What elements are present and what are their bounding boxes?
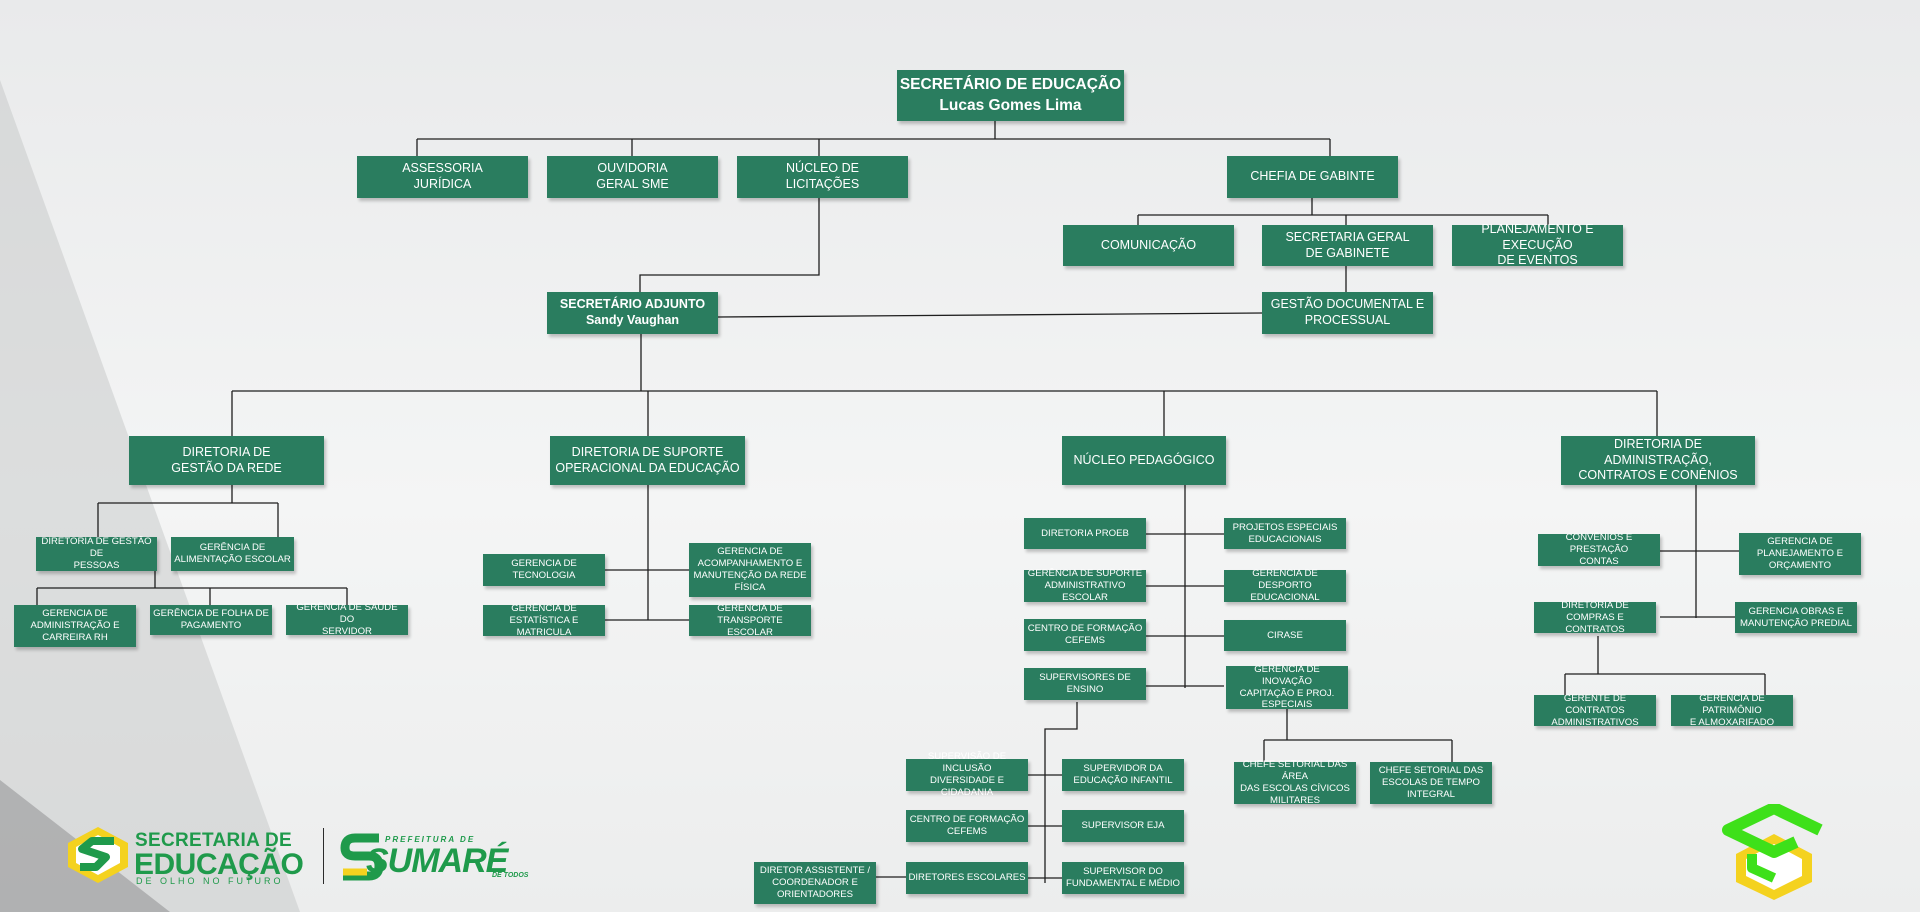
node-supervisores-ensino: SUPERVISORES DE ENSINO	[1024, 668, 1146, 700]
node-secretario-educacao: SECRETÁRIO DE EDUCAÇÃO Lucas Gomes Lima	[897, 70, 1124, 121]
logo-prefeitura-tagline: DE TODOS	[492, 872, 529, 879]
node-gerencia-suporte-administrativo: GERÊNCIA DE SUPORTE ADMINISTRATIVO ESCOL…	[1024, 568, 1146, 603]
logo-prefeitura-top: PREFEITURA DE	[385, 835, 476, 844]
node-diretores-escolares: DIRETORES ESCOLARES	[906, 862, 1028, 894]
node-diretoria-suporte-operacional: DIRETORIA DE SUPORTE OPERACIONAL DA EDUC…	[550, 436, 745, 485]
node-chefia-gabinete: CHEFIA DE GABINTE	[1227, 156, 1398, 198]
node-secretario-adjunto: SECRETÁRIO ADJUNTO Sandy Vaughan	[547, 292, 718, 334]
node-diretoria-administracao: DIRETORIA DE ADMINISTRAÇÃO, CONTRATOS E …	[1561, 436, 1755, 485]
corner-emblem-icon	[1722, 804, 1823, 900]
node-gestao-documental: GESTÃO DOCUMENTAL E PROCESSUAL	[1262, 292, 1433, 334]
node-supervisor-eja: SUPERVISOR EJA	[1062, 810, 1184, 842]
node-chefe-setorial-civico-militares: CHEFE SETORIAL DAS ÁREA DAS ESCOLAS CÍVI…	[1234, 759, 1356, 806]
node-gerencia-transporte: GERÊNCIA DE TRANSPORTE ESCOLAR	[689, 603, 811, 638]
node-gerente-contratos: GERENTE DE CONTRATOS ADMINISTRATIVOS	[1534, 693, 1656, 728]
node-gerencia-estatistica: GERÊNCIA DE ESTATÍSTICA E MATRICULA	[483, 603, 605, 638]
node-gerencia-manutencao-rede: GERENCIA DE ACOMPANHAMENTO E MANUTENÇÃO …	[689, 543, 811, 597]
prefeitura-s-icon	[340, 833, 384, 881]
node-cirase: CIRASE	[1224, 620, 1346, 651]
node-gerencia-inovacao: GERÊNCIA DE INOVAÇÃO CAPITAÇÃO E PROJ. E…	[1226, 664, 1348, 710]
node-projetos-especiais: PROJETOS ESPECIAIS EDUCACIONAIS	[1224, 518, 1346, 549]
node-diretoria-gestao-pessoas: DIRETORIA DE GESTÃO DE PESSOAS	[36, 536, 157, 571]
node-diretoria-proeb: DIRETORIA PROEB	[1024, 518, 1146, 549]
node-diretoria-gestao-rede: DIRETORIA DE GESTÃO DA REDE	[129, 436, 324, 485]
node-convenios-prestacao: CONVÊNIOS E PRESTAÇÃO CONTAS	[1538, 532, 1660, 567]
node-gerencia-administracao-rh: GERENCIA DE ADMINISTRAÇÃO E CARREIRA RH	[14, 605, 136, 647]
node-comunicacao: COMUNICAÇÃO	[1063, 225, 1234, 266]
node-gerencia-tecnologia: GERENCIA DE TECNOLOGIA	[483, 554, 605, 586]
logo-secretaria-line2: EDUCAÇÃO	[134, 848, 304, 881]
node-nucleo-pedagogico: NÚCLEO PEDAGÓGICO	[1062, 436, 1226, 485]
node-gerencia-alimentacao: GERÊNCIA DE ALIMENTAÇÃO ESCOLAR	[171, 537, 294, 571]
node-gerencia-obras: GERENCIA OBRAS E MANUTENÇÃO PREDIAL	[1735, 602, 1857, 633]
node-gerencia-patrimonio: GERENCIA DE PATRIMÔNIO E ALMOXARIFADO	[1671, 693, 1793, 728]
node-chefe-setorial-tempo-integral: CHEFE SETORIAL DAS ESCOLAS DE TEMPO INTE…	[1370, 762, 1492, 804]
node-supervisor-fundamental: SUPERVISOR DO FUNDAMENTAL E MÉDIO	[1062, 862, 1184, 894]
node-centro-formacao-cefems: CENTRO DE FORMAÇÃO CEFEMS	[1024, 619, 1146, 651]
node-gerencia-saude: GERÊNCIA DE SAÚDE DO SERVIDOR	[286, 602, 408, 637]
node-gerencia-folha: GERÊNCIA DE FOLHA DE PAGAMENTO	[150, 605, 272, 635]
node-nucleo-licitacoes: NÚCLEO DE LICITAÇÕES	[737, 156, 908, 198]
node-ouvidoria: OUVIDORIA GERAL SME	[547, 156, 718, 198]
node-assessoria-juridica: ASSESSORIA JURÍDICA	[357, 156, 528, 198]
node-diretor-assistente: DIRETOR ASSISTENTE / COORDENADOR E ORIEN…	[754, 862, 876, 904]
node-diretoria-compras: DIRETORIA DE COMPRAS E CONTRATOS	[1534, 600, 1656, 635]
secretaria-emblem-icon	[68, 827, 128, 883]
node-centro-formacao-cefems-2: CENTRO DE FORMAÇÃO CEFEMS	[906, 810, 1028, 842]
logo-secretaria-line1: SECRETARIA DE	[135, 830, 292, 851]
node-supervisao-inclusao: SUPERVISÃO DE INCLUSÃO DIVERSIDADE E CID…	[906, 751, 1028, 798]
node-planejamento-eventos: PLANEJAMENTO E EXECUÇÃO DE EVENTOS	[1452, 222, 1623, 267]
node-secretaria-geral: SECRETARIA GERAL DE GABINETE	[1262, 225, 1433, 266]
logo-divider	[323, 828, 324, 884]
node-gerencia-desporto: GERENCIA DE DESPORTO EDUCACIONAL	[1224, 568, 1346, 603]
logo-prefeitura-name: SUMARÉ	[366, 842, 508, 880]
node-gerencia-planejamento-orcamento: GERENCIA DE PLANEJAMENTO E ORÇAMENTO	[1739, 533, 1861, 575]
node-supervisor-infantil: SUPERVIDOR DA EDUCAÇÃO INFANTIL	[1062, 759, 1184, 791]
logo-secretaria-tagline: DE OLHO NO FUTURO	[136, 876, 284, 886]
